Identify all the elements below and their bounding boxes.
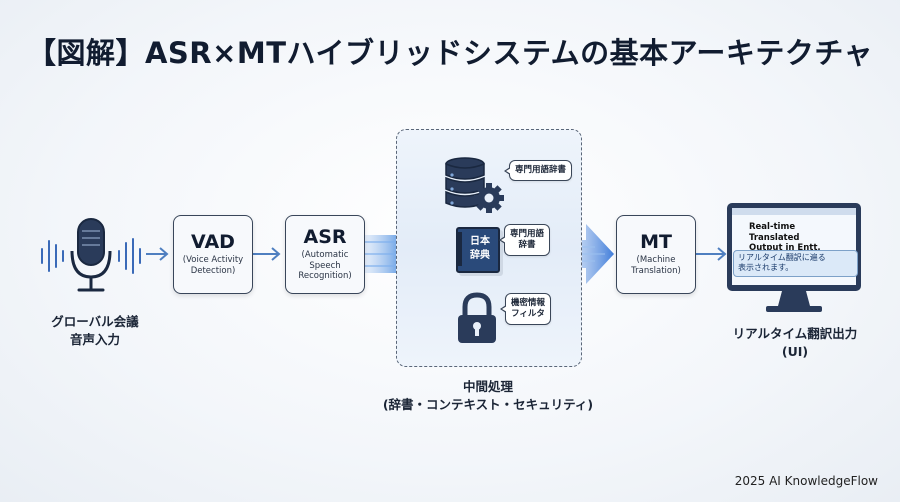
lock-icon (458, 292, 496, 343)
input-label: グローバル会議 音声入力 (51, 314, 139, 347)
vad-title: VAD (191, 231, 235, 254)
page-title: 【図解】ASR×MTハイブリッドシステムの基本アーキテクチャ (26, 36, 874, 70)
output-label: リアルタイム翻訳出力 (UI) (732, 326, 858, 359)
asr-box: ASR (Automatic Speech Recognition) (285, 215, 365, 294)
arrow-mt-output (696, 247, 727, 261)
dictionary-bubble-2: 専門用語 辞書 (498, 224, 551, 257)
arrow-vad-asr (253, 247, 281, 261)
mt-title: MT (640, 231, 672, 254)
dictionary-bubble-1: 専門用語辞書 (503, 160, 573, 182)
microphone-icon (41, 218, 141, 292)
database-gear-icon (445, 157, 504, 213)
vad-box: VAD (Voice Activity Detection) (173, 215, 253, 294)
dictionary-book-icon: 日本 辞典 (456, 227, 500, 273)
footer-credit: 2025 AI KnowledgeFlow (734, 474, 878, 488)
mt-box: MT (Machine Translation) (616, 215, 696, 294)
asr-title: ASR (303, 226, 347, 249)
arrow-mic-vad (146, 247, 169, 261)
output-screen-text: Real-time Translated Output in Entt. (749, 222, 821, 254)
mt-subtitle: (Machine Translation) (631, 255, 681, 276)
asr-subtitle: (Automatic Speech Recognition) (298, 249, 352, 282)
middle-processing-label: 中間処理 (辞書・コンテキスト・セキュリティ) (382, 379, 594, 412)
output-screen-jp-text: リアルタイム翻訳に遍る 表示されます。 (733, 250, 858, 277)
security-filter-bubble: 機密情報 フィルタ (499, 293, 552, 326)
vad-subtitle: (Voice Activity Detection) (182, 255, 244, 276)
